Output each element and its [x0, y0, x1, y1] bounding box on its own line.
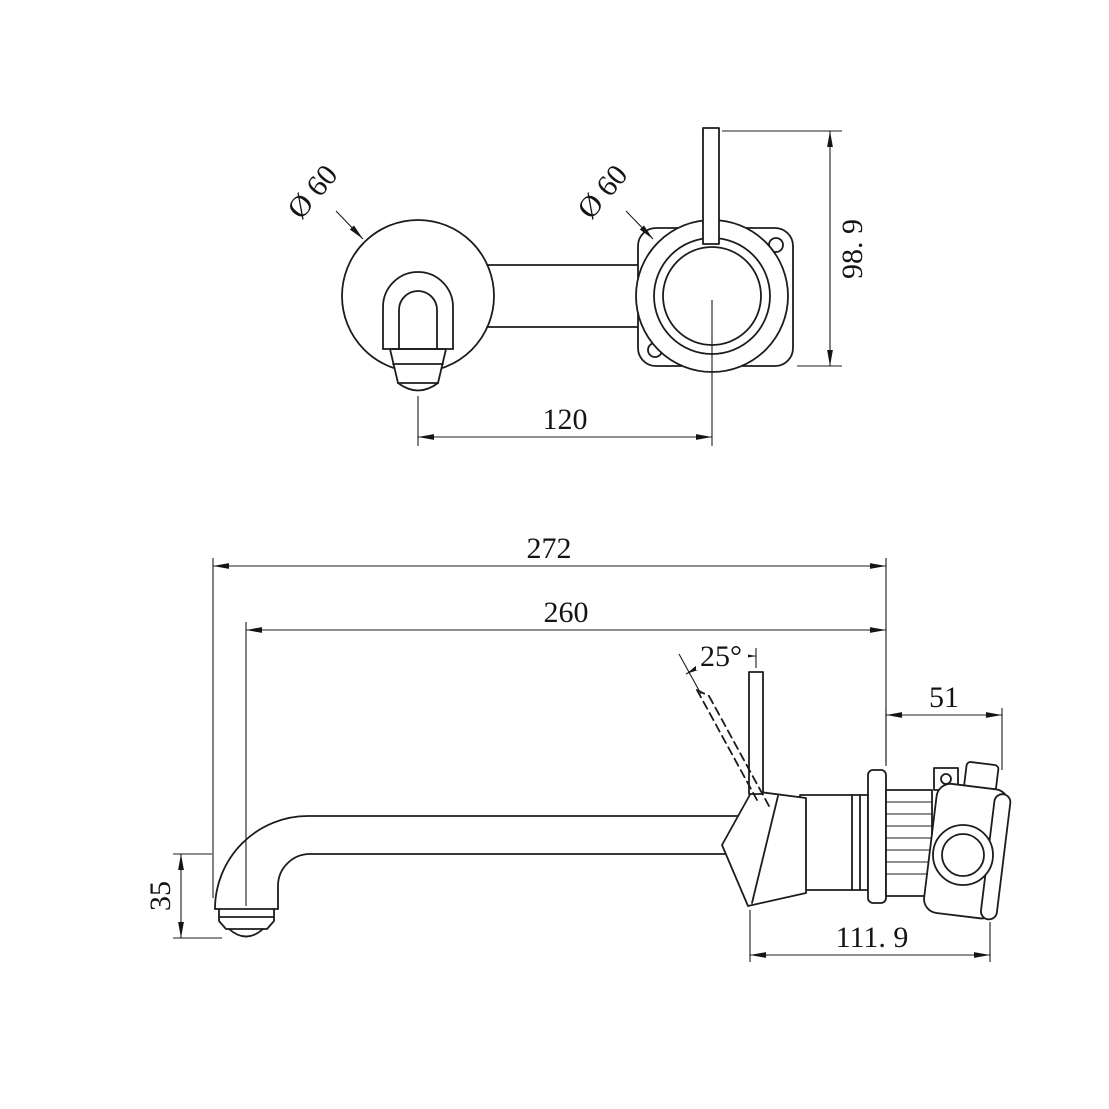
- dim-handle-angle: 25°: [678, 640, 757, 695]
- wall-flange: [867, 769, 887, 904]
- inlet-port-inner: [941, 833, 985, 877]
- aerator-dome-front: [397, 382, 439, 392]
- body-cylinder: [799, 794, 869, 891]
- spout-arch-outer: [382, 271, 454, 350]
- front-height-label: 98. 9: [836, 219, 869, 279]
- handle-base: [721, 790, 807, 907]
- dim-body-length: 111. 9: [749, 910, 991, 962]
- side-inlet-depth-label: 51: [929, 681, 959, 714]
- dim-inlet-depth: 51: [885, 681, 1003, 770]
- handle-rod-front: [702, 127, 720, 245]
- thread-lines: [886, 801, 932, 875]
- front-centre-distance-label: 120: [543, 403, 588, 436]
- dim-spout-drop: 35: [144, 853, 222, 939]
- dim-centre-distance: 120: [417, 300, 713, 446]
- aerator-side: [218, 908, 275, 930]
- dim-overall-reach: 272: [212, 532, 887, 898]
- dim-spout-reach: 260: [245, 596, 886, 906]
- spout-inner-profile: [277, 853, 771, 910]
- side-spout-reach-label: 260: [544, 596, 589, 629]
- side-view: 272 260 25° 51 35: [144, 532, 1012, 962]
- spout-outer-profile: [214, 815, 771, 910]
- side-handle-angle-label: 25°: [700, 640, 742, 673]
- spout-arch-inner: [398, 290, 438, 350]
- handle-base-facet: [751, 795, 779, 904]
- dim-overall-height: 98. 9: [722, 130, 869, 367]
- side-spout-drop-label: 35: [144, 881, 177, 911]
- front-view: Ø 60 Ø 60 98. 9 120: [281, 127, 869, 446]
- threaded-body: [885, 789, 933, 897]
- handle-rod-side: [748, 671, 764, 795]
- angle-label-backing: [696, 642, 748, 670]
- side-body-length-label: 111. 9: [836, 921, 909, 954]
- side-overall-reach-label: 272: [527, 532, 572, 565]
- aerator-dome-side: [228, 928, 264, 938]
- aerator-front: [389, 348, 447, 384]
